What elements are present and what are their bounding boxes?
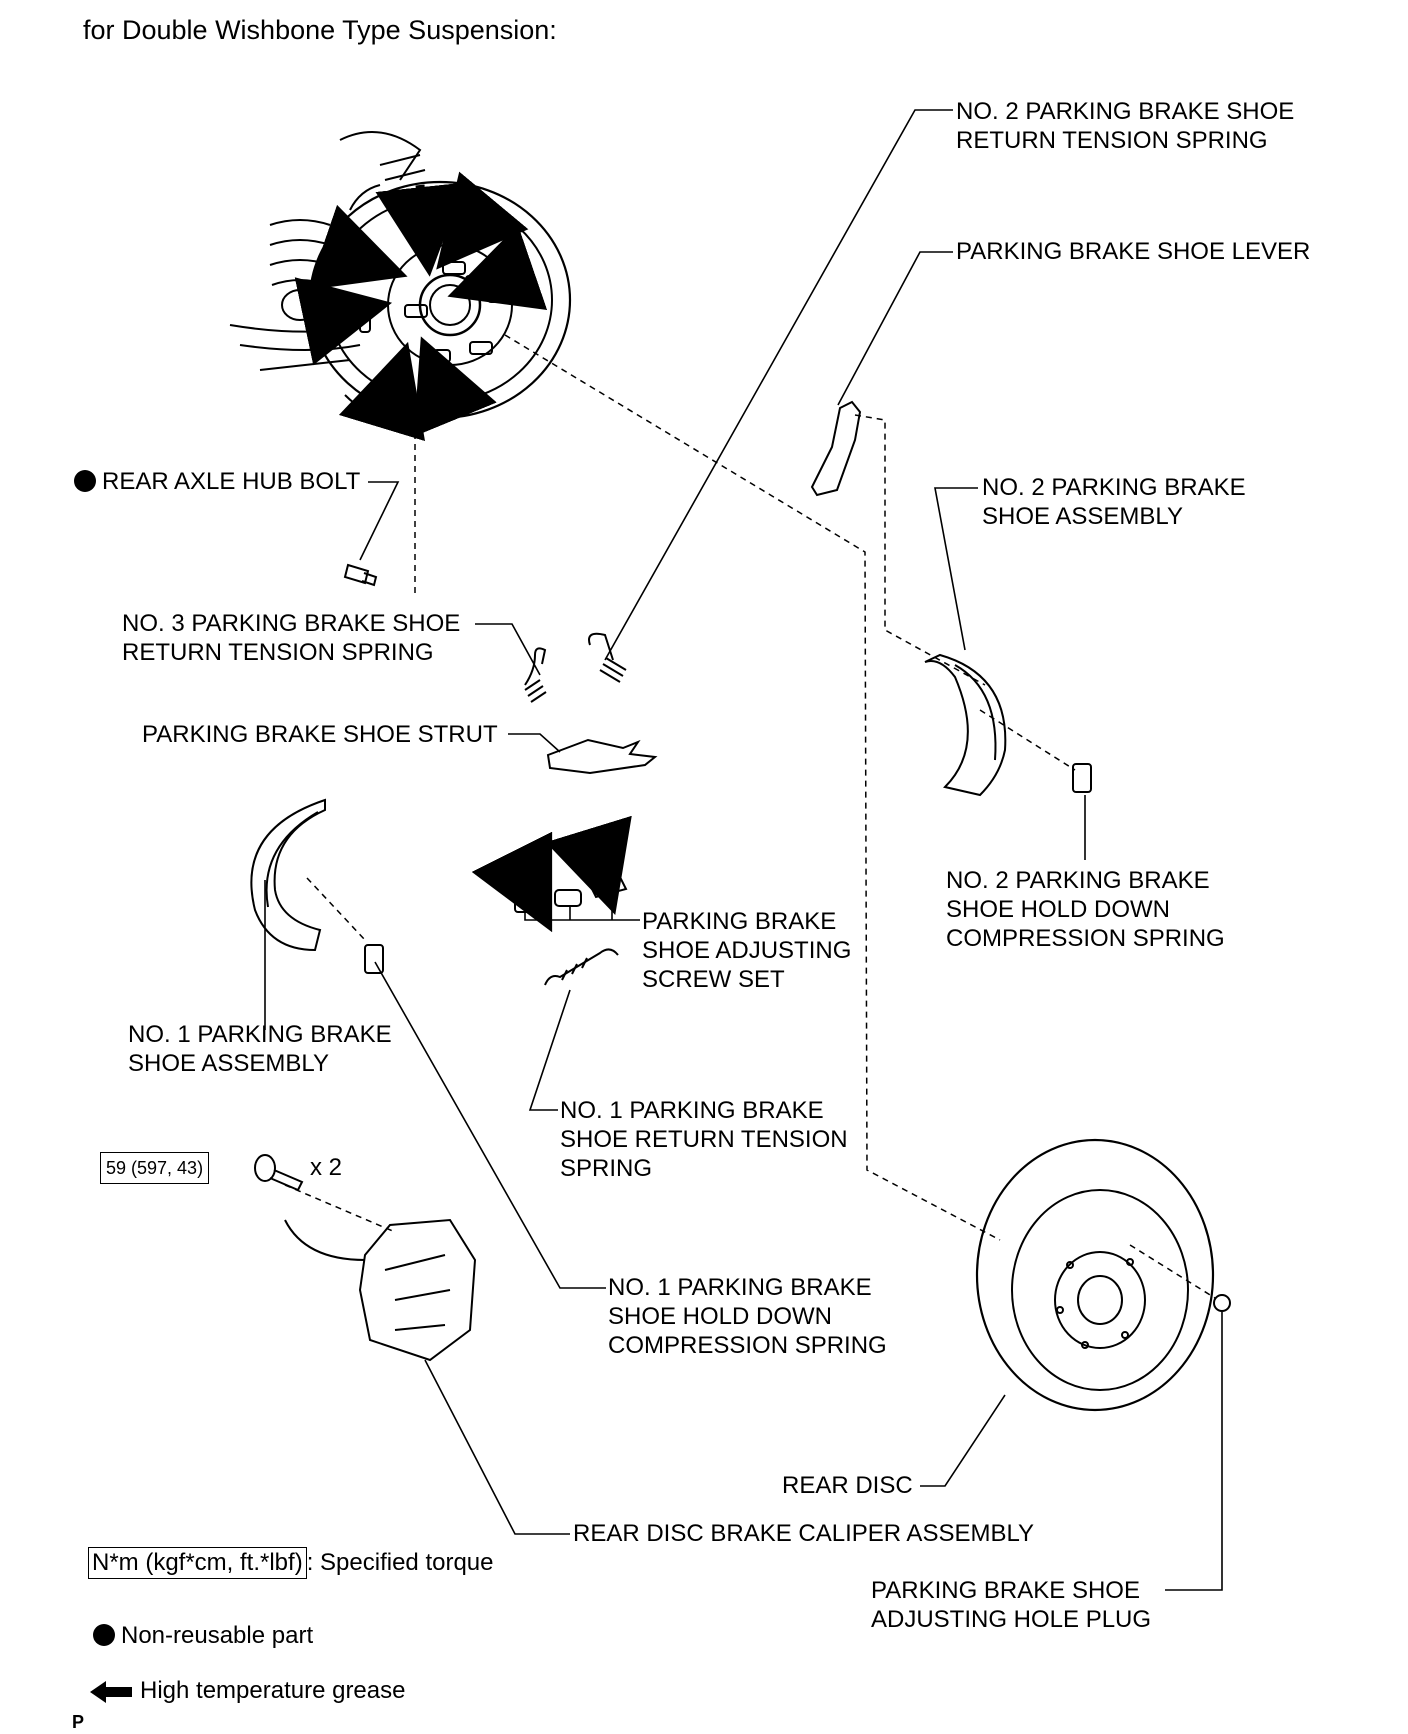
label-rear-disc: REAR DISC bbox=[782, 1472, 913, 1499]
label-no2-return-spring: NO. 2 PARKING BRAKE SHOE RETURN TENSION … bbox=[956, 98, 1295, 154]
hole-plug-part bbox=[1213, 1294, 1231, 1312]
label-no3-return-spring: NO. 3 PARKING BRAKE SHOE RETURN TENSION … bbox=[122, 610, 461, 666]
return-springs-part bbox=[524, 632, 627, 703]
non-reusable-dot-icon bbox=[93, 1624, 115, 1646]
no1-hold-down-part bbox=[364, 944, 384, 974]
label-caliper: REAR DISC BRAKE CALIPER ASSEMBLY bbox=[573, 1520, 1035, 1547]
label-hole-plug: PARKING BRAKE SHOE ADJUSTING HOLE PLUG bbox=[871, 1577, 1152, 1633]
label-no1-hold-down: NO. 1 PARKING BRAKE SHOE HOLD DOWN COMPR… bbox=[608, 1274, 887, 1359]
label-hub-bolt: REAR AXLE HUB BOLT bbox=[74, 467, 360, 496]
torque-value-box: 59 (597, 43) bbox=[100, 1152, 210, 1184]
label-no1-return-spring: NO. 1 PARKING BRAKE SHOE RETURN TENSION … bbox=[560, 1097, 848, 1182]
rear-disc-part bbox=[975, 1138, 1215, 1412]
grease-arrow-icon bbox=[90, 1680, 132, 1703]
no2-shoe-assembly-part bbox=[924, 653, 1007, 797]
shoe-lever-part bbox=[810, 400, 862, 497]
shoe-strut-part bbox=[546, 738, 658, 775]
legend-torque: N*m (kgf*cm, ft.*lbf): Specified torque bbox=[88, 1547, 494, 1579]
label-no2-hold-down: NO. 2 PARKING BRAKE SHOE HOLD DOWN COMPR… bbox=[946, 867, 1225, 952]
bolt-quantity: x 2 bbox=[310, 1154, 343, 1181]
leader-lines bbox=[264, 109, 1223, 1591]
torque-unit-box: N*m (kgf*cm, ft.*lbf) bbox=[88, 1547, 307, 1579]
label-shoe-strut: PARKING BRAKE SHOE STRUT bbox=[142, 721, 498, 748]
legend-grease: High temperature grease bbox=[90, 1676, 405, 1705]
no1-return-spring-part bbox=[544, 948, 619, 986]
backing-plate-assembly bbox=[229, 131, 572, 442]
label-no1-shoe-assembly: NO. 1 PARKING BRAKE SHOE ASSEMBLY bbox=[128, 1021, 392, 1077]
label-adjusting-screw-set: PARKING BRAKE SHOE ADJUSTING SCREW SET bbox=[642, 908, 852, 993]
no2-hold-down-part bbox=[1072, 763, 1092, 793]
page-marker: P bbox=[72, 1712, 85, 1732]
non-reusable-dot-icon bbox=[74, 470, 96, 492]
caliper-bolt-part bbox=[254, 1154, 304, 1192]
hub-bolt-part bbox=[343, 563, 378, 587]
legend-non-reusable: Non-reusable part bbox=[93, 1621, 313, 1650]
adjusting-screw-set-part bbox=[471, 815, 632, 933]
page-heading: for Double Wishbone Type Suspension: bbox=[83, 15, 557, 45]
label-shoe-lever: PARKING BRAKE SHOE LEVER bbox=[956, 238, 1311, 265]
no1-shoe-assembly-part bbox=[250, 798, 326, 952]
caliper-part bbox=[284, 1218, 477, 1362]
label-no2-shoe-assembly: NO. 2 PARKING BRAKE SHOE ASSEMBLY bbox=[982, 474, 1246, 530]
